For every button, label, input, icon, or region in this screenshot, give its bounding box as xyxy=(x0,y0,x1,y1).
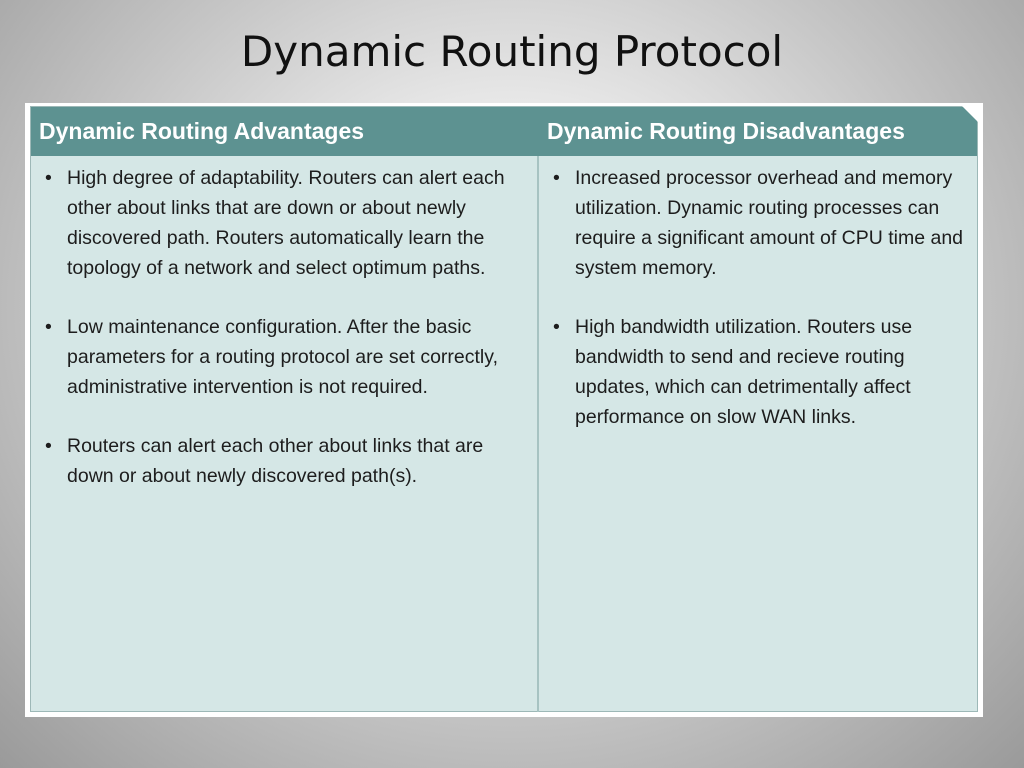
disadvantage-text: High bandwidth utilization. Routers use … xyxy=(575,316,913,428)
table-header-row: Dynamic Routing Advantages Dynamic Routi… xyxy=(31,106,978,156)
advantage-item: • Low maintenance configuration. After th… xyxy=(41,312,531,402)
advantages-header: Dynamic Routing Advantages xyxy=(39,118,365,144)
disadvantages-list: • Increased processor overhead and memory… xyxy=(549,163,969,432)
comparison-table-body: Dynamic Routing Advantages Dynamic Routi… xyxy=(30,106,978,712)
bullet-icon: • xyxy=(45,316,52,338)
bullet-icon: • xyxy=(45,435,52,457)
bullet-icon: • xyxy=(553,316,560,338)
disadvantages-column: • Increased processor overhead and memory… xyxy=(549,163,969,461)
advantages-column: • High degree of adaptability. Routers ca… xyxy=(41,163,531,520)
comparison-table: Dynamic Routing Advantages Dynamic Routi… xyxy=(25,103,983,717)
advantage-item: • High degree of adaptability. Routers ca… xyxy=(41,163,531,283)
disadvantage-text: Increased processor overhead and memory … xyxy=(575,167,964,279)
bullet-icon: • xyxy=(553,167,560,189)
corner-fold xyxy=(962,106,978,122)
advantages-list: • High degree of adaptability. Routers ca… xyxy=(41,163,531,491)
advantage-text: Routers can alert each other about links… xyxy=(67,435,484,487)
disadvantages-header: Dynamic Routing Disadvantages xyxy=(547,118,905,144)
bullet-icon: • xyxy=(45,167,52,189)
slide-title: Dynamic Routing Protocol xyxy=(240,27,784,76)
advantage-text: Low maintenance configuration. After the… xyxy=(67,316,498,398)
advantage-text: High degree of adaptability. Routers can… xyxy=(67,167,505,279)
advantage-item: • Routers can alert each other about link… xyxy=(41,431,531,491)
disadvantage-item: • Increased processor overhead and memory… xyxy=(549,163,969,283)
column-divider xyxy=(537,156,539,712)
disadvantage-item: • High bandwidth utilization. Routers use… xyxy=(549,312,969,432)
